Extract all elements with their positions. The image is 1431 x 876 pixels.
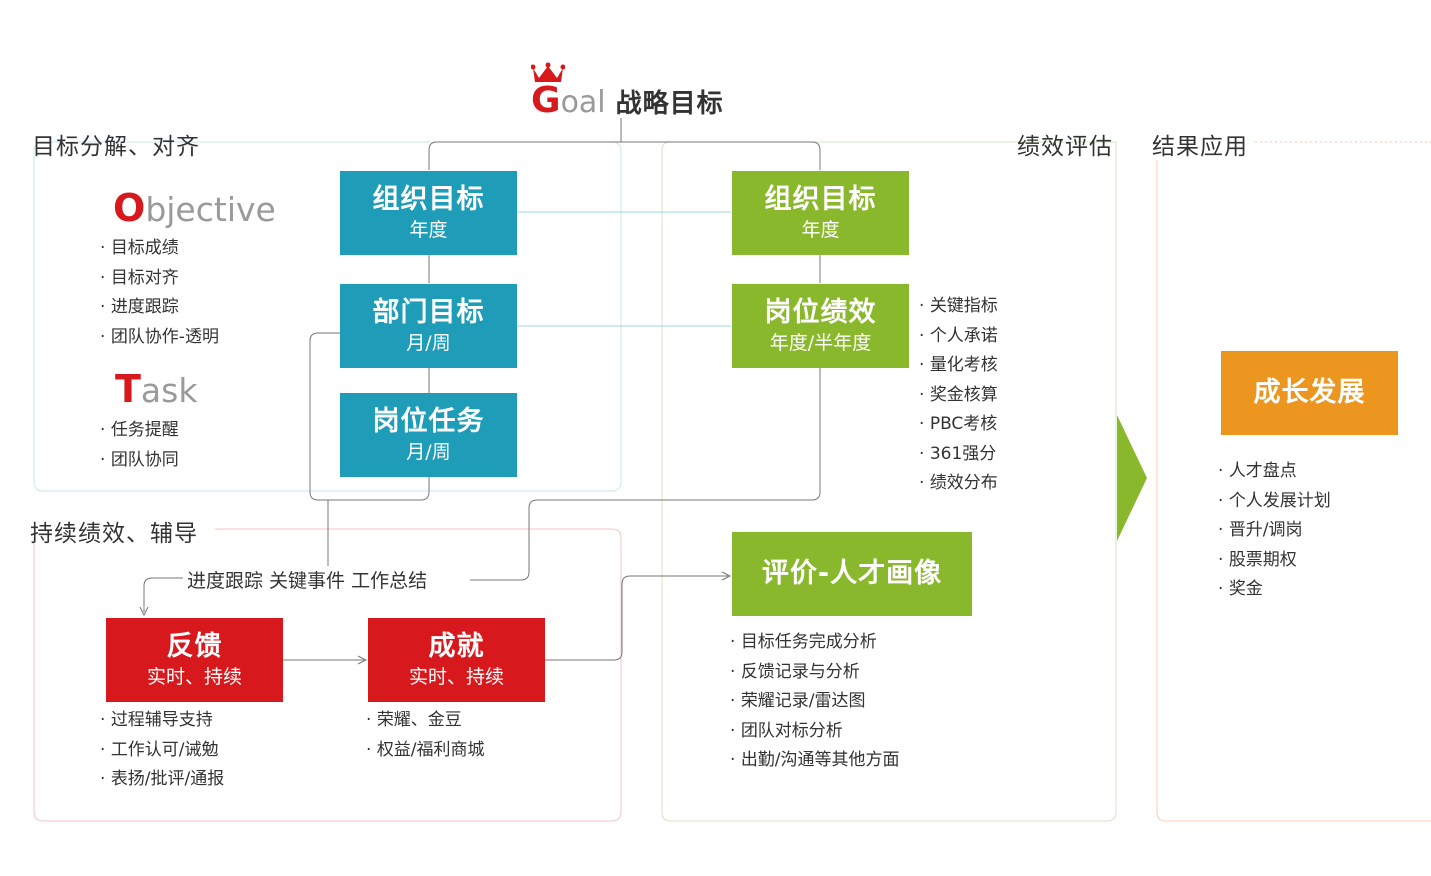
tracking-steps: 进度跟踪 关键事件 工作总结	[183, 566, 432, 593]
list-item: 奖金	[1218, 575, 1331, 605]
evaluation-list: 目标任务完成分析 反馈记录与分析 荣耀记录/雷达图 团队对标分析 出勤/沟通等其…	[730, 628, 900, 776]
list-item: 目标对齐	[100, 264, 219, 294]
org-goal-right-box[interactable]: 组织目标 年度	[732, 171, 909, 255]
growth-box[interactable]: 成长发展	[1221, 351, 1398, 435]
post-task-box[interactable]: 岗位任务 月/周	[340, 393, 517, 477]
box-subtitle: 月/周	[406, 441, 451, 464]
list-item: 任务提醒	[100, 416, 179, 446]
list-item: 进度跟踪	[100, 293, 219, 323]
objective-word: bjective	[145, 190, 276, 229]
box-title: 组织目标	[764, 184, 877, 216]
list-item: 权益/福利商城	[366, 736, 485, 766]
evaluation-box[interactable]: 评价-人才画像	[732, 532, 972, 616]
box-title: 岗位任务	[372, 406, 485, 438]
box-subtitle: 实时、持续	[408, 666, 504, 689]
task-list: 任务提醒 团队协同	[100, 416, 179, 475]
perf-list: 关键指标 个人承诺 量化考核 奖金核算 PBC考核 361强分 绩效分布	[919, 292, 998, 499]
list-item: 荣耀记录/雷达图	[730, 687, 900, 717]
box-title: 岗位绩效	[764, 297, 877, 329]
list-item: 目标任务完成分析	[730, 628, 900, 658]
feedback-box[interactable]: 反馈 实时、持续	[106, 618, 283, 702]
box-title: 成就	[428, 631, 485, 663]
post-perf-box[interactable]: 岗位绩效 年度/半年度	[732, 284, 909, 368]
list-item: 奖金核算	[919, 381, 998, 411]
box-title: 成长发展	[1253, 377, 1366, 409]
section-title-decompose: 目标分解、对齐	[32, 134, 200, 160]
box-title: 组织目标	[372, 184, 485, 216]
list-item: 表扬/批评/通报	[100, 765, 224, 795]
goal-label: 战略目标	[615, 89, 724, 119]
list-item: 过程辅导支持	[100, 706, 224, 736]
box-subtitle: 年度	[801, 219, 840, 242]
achievement-list: 荣耀、金豆 权益/福利商城	[366, 706, 485, 765]
list-item: PBC考核	[919, 410, 998, 440]
list-item: 荣耀、金豆	[366, 706, 485, 736]
list-item: 团队对标分析	[730, 717, 900, 747]
box-subtitle: 月/周	[406, 332, 451, 355]
list-item: 人才盘点	[1218, 457, 1331, 487]
list-item: 关键指标	[919, 292, 998, 322]
box-title: 反馈	[166, 631, 223, 663]
objective-letter: O	[113, 186, 146, 230]
list-item: 团队协作-透明	[100, 323, 219, 353]
feedback-list: 过程辅导支持 工作认可/诫勉 表扬/批评/通报	[100, 706, 224, 795]
list-item: 个人承诺	[919, 322, 998, 352]
list-item: 绩效分布	[919, 469, 998, 499]
goal-word: oal	[560, 85, 606, 120]
objective-heading: Objective	[113, 186, 276, 230]
list-item: 股票期权	[1218, 546, 1331, 576]
list-item: 工作认可/诫勉	[100, 736, 224, 766]
section-title-continuous: 持续绩效、辅导	[30, 521, 198, 547]
box-subtitle: 年度/半年度	[769, 332, 872, 355]
objective-list: 目标成绩 目标对齐 进度跟踪 团队协作-透明	[100, 234, 219, 352]
crown-icon	[530, 62, 566, 88]
list-item: 361强分	[919, 440, 998, 470]
task-heading: Task	[115, 367, 197, 411]
box-subtitle: 实时、持续	[146, 666, 242, 689]
achievement-box[interactable]: 成就 实时、持续	[368, 618, 545, 702]
section-title-result: 结果应用	[1152, 134, 1248, 160]
goal-title: Goal 战略目标	[531, 80, 724, 121]
section-title-evaluate: 绩效评估	[1017, 134, 1113, 160]
list-item: 反馈记录与分析	[730, 658, 900, 688]
box-subtitle: 年度	[409, 219, 448, 242]
box-title: 评价-人才画像	[761, 558, 943, 590]
list-item: 量化考核	[919, 351, 998, 381]
list-item: 团队协同	[100, 446, 179, 476]
dept-goal-box[interactable]: 部门目标 月/周	[340, 284, 517, 368]
task-letter: T	[115, 367, 141, 411]
box-title: 部门目标	[372, 297, 485, 329]
list-item: 出勤/沟通等其他方面	[730, 746, 900, 776]
list-item: 个人发展计划	[1218, 487, 1331, 517]
task-word: ask	[140, 371, 198, 410]
goal-letter: G	[531, 80, 561, 121]
growth-list: 人才盘点 个人发展计划 晋升/调岗 股票期权 奖金	[1218, 457, 1331, 605]
list-item: 晋升/调岗	[1218, 516, 1331, 546]
list-item: 目标成绩	[100, 234, 219, 264]
org-goal-left-box[interactable]: 组织目标 年度	[340, 171, 517, 255]
